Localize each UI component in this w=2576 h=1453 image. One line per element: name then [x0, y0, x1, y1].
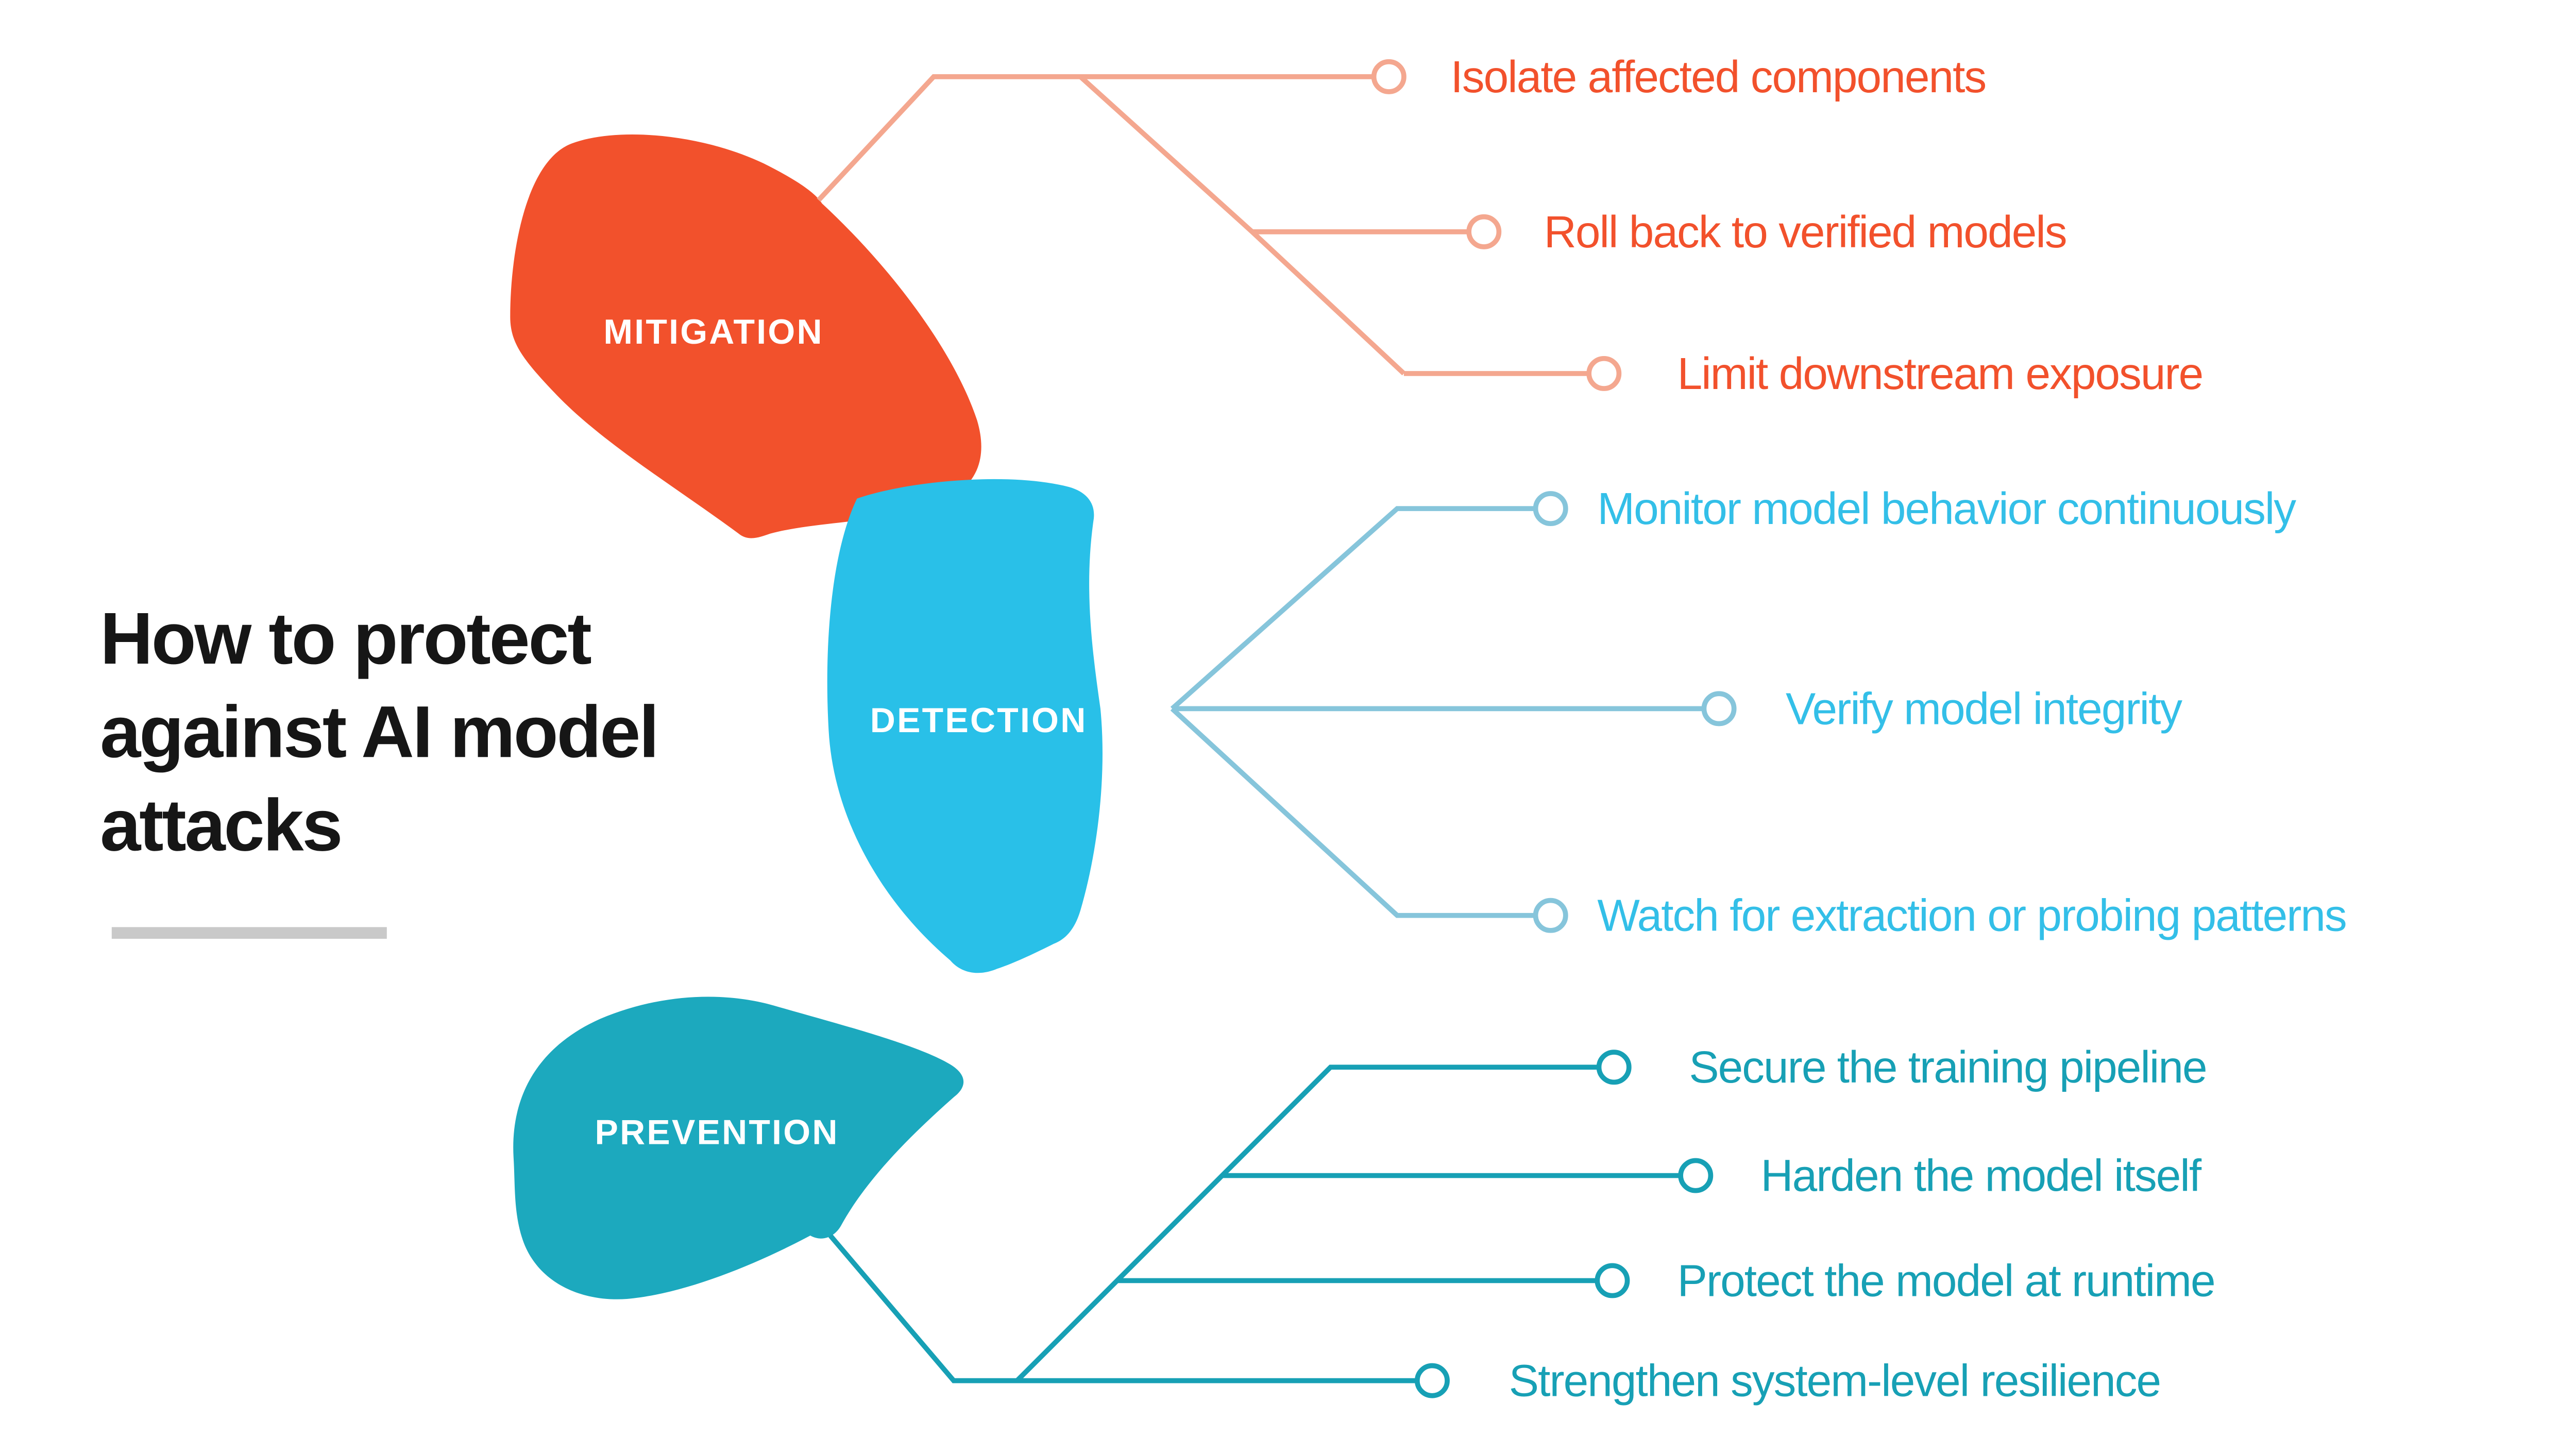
prevention-item-label-2: Harden the model itself — [1760, 1151, 2201, 1201]
mitigation-item-dot-3 — [1586, 356, 1622, 391]
mitigation-item-label-1: Isolate affected components — [1451, 52, 1986, 102]
detection-blob-label: DETECTION — [870, 701, 1088, 740]
detection-item-label-3: Watch for extraction or probing patterns — [1597, 890, 2346, 941]
prevention-item-dot-1 — [1596, 1050, 1632, 1085]
detection-item-label-1: Monitor model behavior continuously — [1597, 483, 2296, 534]
detection-branch-line-3 — [1170, 706, 1536, 918]
mitigation-blob-label: MITIGATION — [603, 312, 823, 351]
mitigation-item-dot-1 — [1371, 59, 1406, 94]
prevention-item-dot-3 — [1595, 1263, 1630, 1298]
prevention-blob — [513, 996, 964, 1299]
detection-item-dot-3 — [1533, 898, 1568, 933]
detection-item-dot-2 — [1701, 691, 1737, 727]
detection-item-dot-1 — [1533, 491, 1568, 527]
mitigation-blob — [510, 134, 981, 538]
mitigation-item-label-3: Limit downstream exposure — [1677, 348, 2203, 399]
prevention-item-dot-4 — [1414, 1363, 1450, 1398]
mitigation-branch-line-1 — [817, 74, 1374, 202]
page-title: How to protect against AI model attacks — [100, 594, 659, 874]
title-line-3: attacks — [100, 785, 343, 867]
title-line-1: How to protect — [100, 598, 592, 681]
prevention-item-label-3: Protect the model at runtime — [1677, 1255, 2215, 1306]
mitigation-item-dot-2 — [1466, 214, 1502, 249]
prevention-item-label-4: Strengthen system-level resilience — [1509, 1356, 2160, 1406]
detection-blob — [827, 479, 1103, 973]
mitigation-branch-diagonal — [1078, 75, 1406, 376]
prevention-branch-diagonal — [1015, 1065, 1599, 1383]
prevention-item-dot-2 — [1678, 1158, 1714, 1193]
mitigation-item-label-2: Roll back to verified models — [1544, 207, 2066, 257]
prevention-item-label-1: Secure the training pipeline — [1689, 1042, 2206, 1092]
detection-branch-line-1 — [1170, 506, 1536, 711]
title-underline — [111, 927, 387, 939]
detection-item-label-2: Verify model integrity — [1786, 683, 2182, 734]
title-line-2: against AI model — [100, 692, 659, 774]
prevention-branch-trunk — [828, 1234, 1417, 1383]
prevention-blob-label: PREVENTION — [595, 1112, 839, 1152]
